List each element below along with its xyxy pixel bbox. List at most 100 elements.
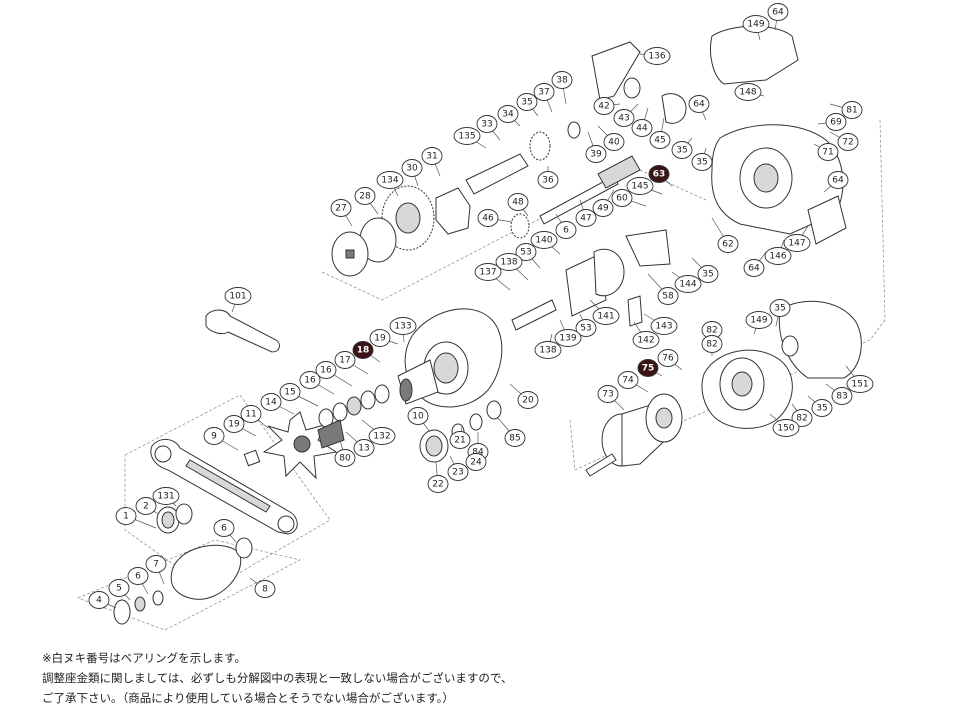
part-handle-arm (150, 439, 298, 535)
callout-number: 82 (796, 414, 807, 424)
part-callout-40: 40 (603, 133, 625, 151)
callout-number: 146 (769, 252, 786, 262)
part-callout-15: 15 (279, 383, 301, 401)
part-callout-23: 23 (447, 463, 469, 481)
callout-bubble (734, 83, 762, 101)
exploded-parts-diagram: 6414913614838373534334243444564816972711… (77, 3, 886, 631)
callout-bubble (575, 209, 597, 227)
callout-number: 46 (482, 214, 494, 224)
part-callout-132: 132 (368, 427, 396, 445)
callout-bubble (389, 317, 417, 335)
callout-number: 148 (739, 88, 756, 98)
part-callout-35: 35 (697, 265, 719, 283)
callout-number: 138 (500, 258, 517, 268)
notes-block: ※白ヌキ番号はベアリングを示します。 調整座金類に関しましては、必ずしも分解図中… (42, 648, 922, 708)
callout-bubble-bearing (352, 341, 374, 359)
callout-number: 4 (96, 596, 102, 606)
callout-number: 69 (830, 118, 842, 128)
callout-number: 58 (662, 292, 674, 302)
part-callout-151: 151 (846, 375, 874, 393)
part-callout-37: 37 (533, 83, 555, 101)
callout-number: 73 (602, 390, 613, 400)
callout-bubble (631, 119, 653, 137)
part-spool (585, 393, 683, 477)
part-callout-9: 9 (203, 427, 225, 445)
part-callout-64: 64 (767, 3, 789, 21)
callout-number: 72 (842, 138, 853, 148)
callout-bubble (260, 393, 282, 411)
callout-bubble (474, 263, 502, 281)
callout-number: 101 (229, 292, 246, 302)
callout-number: 30 (406, 164, 418, 174)
callout-number: 76 (662, 354, 674, 364)
callout-number: 22 (432, 480, 443, 490)
callout-bubble (767, 3, 789, 21)
callout-bubble (504, 429, 526, 447)
part-callout-73: 73 (597, 385, 619, 403)
callout-number: 44 (636, 124, 648, 134)
callout-number: 1 (123, 512, 129, 522)
callout-number: 31 (426, 152, 437, 162)
part-callout-138: 138 (495, 253, 523, 271)
callout-bubble (657, 349, 679, 367)
callout-number: 9 (211, 432, 217, 442)
part-callout-45: 45 (649, 131, 671, 149)
callout-number: 16 (320, 366, 332, 376)
callout-bubble (477, 209, 499, 227)
callout-bubble (827, 171, 849, 189)
callout-number: 64 (832, 176, 844, 186)
callout-bubble (533, 83, 555, 101)
callout-number: 135 (458, 132, 475, 142)
part-callout-62: 62 (717, 235, 739, 253)
part-callout-20: 20 (517, 391, 539, 409)
part-callout-149: 149 (742, 15, 770, 33)
callout-number: 19 (228, 420, 240, 430)
part-callout-136: 136 (643, 47, 671, 65)
callout-bubble (516, 93, 538, 111)
part-callout-31: 31 (421, 147, 443, 165)
callout-number: 62 (722, 240, 733, 250)
part-callout-24: 24 (465, 453, 487, 471)
callout-number: 21 (454, 436, 465, 446)
part-callout-43: 43 (613, 109, 635, 127)
part-callout-11: 11 (240, 405, 262, 423)
callout-bubble (517, 391, 539, 409)
callout-bubble (369, 329, 391, 347)
note-product-disclaimer: ご了承下さい。（商品により使用している場合とそうでない場合がございます。） (42, 691, 454, 705)
callout-number: 35 (774, 304, 785, 314)
callout-bubble (597, 385, 619, 403)
callout-number: 151 (851, 380, 868, 390)
callout-number: 35 (816, 404, 827, 414)
callout-bubble-bearing (648, 165, 670, 183)
callout-number: 144 (679, 280, 696, 290)
callout-bubble (497, 105, 519, 123)
callout-number: 74 (622, 376, 634, 386)
part-callout-137: 137 (474, 263, 502, 281)
callout-bubble (213, 519, 235, 537)
part-callout-16: 16 (315, 361, 337, 379)
part-callout-35: 35 (671, 141, 693, 159)
part-main-gear (331, 185, 471, 277)
callout-bubble (825, 113, 847, 131)
note-washer-disclaimer: 調整座金類に関しましては、必ずしも分解図中の表現と一致しない場合がございますので… (42, 671, 513, 685)
callout-bubble (811, 399, 833, 417)
callout-bubble (643, 47, 671, 65)
callout-bubble (674, 275, 702, 293)
callout-number: 15 (284, 388, 295, 398)
part-callout-69: 69 (825, 113, 847, 131)
part-drag-washers (317, 384, 390, 449)
part-handle-knob-lower (113, 537, 253, 625)
part-callout-64: 64 (688, 95, 710, 113)
callout-bubble (353, 439, 375, 457)
callout-bubble (334, 449, 356, 467)
callout-bubble (224, 287, 252, 305)
callout-number: 140 (535, 236, 552, 246)
callout-number: 147 (788, 239, 805, 249)
callout-bubble (135, 497, 157, 515)
part-callout-64: 64 (827, 171, 849, 189)
part-callout-14: 14 (260, 393, 282, 411)
callout-number: 37 (538, 88, 549, 98)
part-callout-71: 71 (817, 143, 839, 161)
part-callout-143: 143 (650, 317, 678, 335)
callout-number: 7 (153, 560, 159, 570)
